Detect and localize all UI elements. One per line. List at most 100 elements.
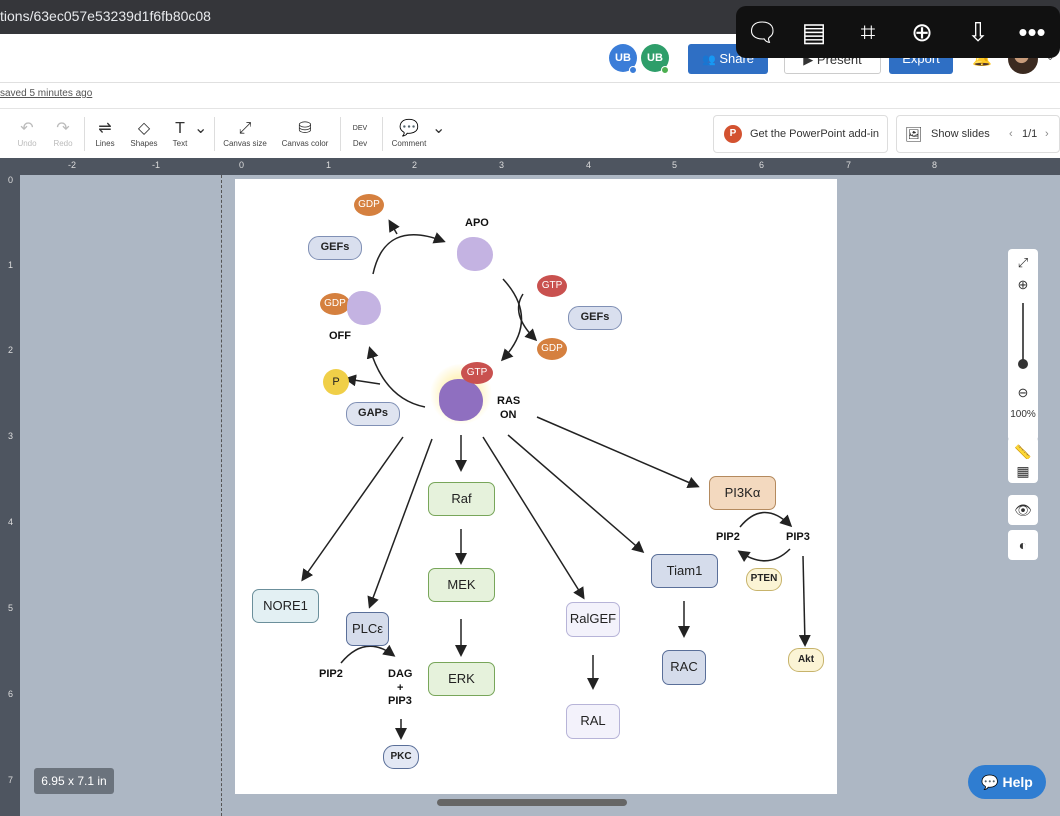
show-slides-label: Show slides xyxy=(931,128,990,140)
arrow-on-to-off xyxy=(366,346,426,408)
text-chevron-icon[interactable]: ⌄ xyxy=(194,120,208,137)
pten-pill[interactable]: PTEN xyxy=(746,568,782,591)
gaps-pill[interactable]: GAPs xyxy=(346,402,400,426)
ruler-label: 3 xyxy=(8,431,14,441)
saved-status[interactable]: saved 5 minutes ago xyxy=(0,88,93,99)
nore1-node[interactable]: NORE1 xyxy=(252,589,319,623)
plce-node[interactable]: PLCε xyxy=(346,612,389,646)
zoom-level: 100% xyxy=(1010,409,1036,420)
gtp-circle-right[interactable]: GTP xyxy=(537,275,567,297)
more-icon[interactable]: ••• xyxy=(1018,17,1046,47)
ruler-label: 1 xyxy=(8,260,14,270)
apo-label: APO xyxy=(465,217,489,229)
ruler-label: 4 xyxy=(8,517,14,527)
undo-label: Undo xyxy=(17,139,37,148)
dev-icon: DEV xyxy=(352,125,368,132)
lines-label: Lines xyxy=(95,139,115,148)
slide-counter: 1/1 xyxy=(1022,128,1038,140)
slides-icon: 🖼 xyxy=(905,126,923,142)
fit-screen-icon[interactable]: ⤢ xyxy=(1017,255,1029,270)
chevron-right-icon[interactable]: › xyxy=(1045,128,1049,140)
ras-on-protein[interactable] xyxy=(439,379,483,421)
undo-icon: ↶ xyxy=(20,120,34,137)
pkc-pill[interactable]: PKC xyxy=(383,745,419,769)
zoom-panel: ⤢ ⊕ ⊖ 100% xyxy=(1008,249,1038,441)
arrow-to-tiam1 xyxy=(507,434,645,553)
redo-icon: ↷ xyxy=(56,120,70,137)
pi3k-node[interactable]: PI3Kα xyxy=(709,476,776,510)
share-button[interactable]: 👥 Share xyxy=(688,44,768,74)
ruler-label: 2 xyxy=(412,160,418,170)
zoom-in-icon[interactable]: ⊕ xyxy=(1017,277,1029,292)
arrow-to-plce xyxy=(367,438,433,609)
diagram-page[interactable]: GDP APO GEFs GTP GEFs GDP GDP OFF P GAPs… xyxy=(235,179,837,794)
ralgef-node[interactable]: RalGEF xyxy=(566,602,620,637)
ruler-label: 6 xyxy=(759,160,765,170)
comment-label: Comment xyxy=(391,139,427,148)
comment-button[interactable]: 💬 Comment xyxy=(390,119,428,148)
undo-button[interactable]: ↶ Undo xyxy=(14,119,40,148)
crop-icon[interactable]: ⌗ xyxy=(860,17,876,47)
margin-guide xyxy=(221,175,222,816)
off-label: OFF xyxy=(329,330,351,342)
tiam1-node[interactable]: Tiam1 xyxy=(651,554,718,588)
chevron-left-icon[interactable]: ‹ xyxy=(1009,128,1013,140)
screenshot-overlay-toolbar: 🗨 ▤ ⌗ ⊕ ⇩ ••• xyxy=(736,6,1060,58)
help-chat-icon: 💬 xyxy=(981,774,999,790)
zoom-slider-handle[interactable] xyxy=(1018,359,1028,369)
ral-node[interactable]: RAL xyxy=(566,704,620,739)
horizontal-scrollbar[interactable] xyxy=(437,799,627,806)
dev-button[interactable]: DEV Dev xyxy=(348,119,372,148)
gdp-circle-off[interactable]: GDP xyxy=(320,293,350,315)
canvas-area[interactable]: GDP APO GEFs GTP GEFs GDP GDP OFF P GAPs… xyxy=(20,175,1060,816)
ras-off-protein[interactable] xyxy=(347,291,381,325)
zoom-in-overlay-icon[interactable]: ⊕ xyxy=(911,17,933,47)
gdp-circle-right[interactable]: GDP xyxy=(537,338,567,360)
arrow-to-ralgef xyxy=(482,436,585,600)
gtp-circle-on[interactable]: GTP xyxy=(461,362,493,384)
shapes-button[interactable]: ◇ Shapes xyxy=(128,119,160,148)
arrow-pip3-pip2 xyxy=(737,548,791,563)
raf-node[interactable]: Raf xyxy=(428,482,495,516)
phosphate-circle[interactable]: P xyxy=(323,369,349,395)
zoom-out-icon[interactable]: ⊖ xyxy=(1017,385,1029,400)
divider xyxy=(84,117,85,151)
powerpoint-addin-button[interactable]: P Get the PowerPoint add-in xyxy=(713,115,888,153)
erk-node[interactable]: ERK xyxy=(428,662,495,696)
contrast-icon[interactable]: ◐ xyxy=(1008,530,1038,560)
ruler-label: 7 xyxy=(846,160,852,170)
divider xyxy=(214,117,215,151)
show-slides-button[interactable]: 🖼 Show slides ‹ 1/1 › xyxy=(896,115,1060,153)
lines-button[interactable]: ⇌ Lines xyxy=(92,119,118,148)
zoom-slider-track[interactable] xyxy=(1022,303,1024,363)
collaborator-avatar-1[interactable]: UB xyxy=(609,44,637,72)
download-icon[interactable]: ⇩ xyxy=(967,17,989,47)
ruler-label: 5 xyxy=(672,160,678,170)
comment-chevron-icon[interactable]: ⌄ xyxy=(432,120,446,137)
arrow-to-pi3k xyxy=(536,416,700,488)
on-label: ON xyxy=(500,409,517,421)
present-icon: ▶ xyxy=(803,52,814,67)
gefs-right[interactable]: GEFs xyxy=(568,306,622,330)
akt-pill[interactable]: Akt xyxy=(788,648,824,672)
lines-icon: ⇌ xyxy=(98,120,112,137)
ruler-label: 4 xyxy=(586,160,592,170)
text-button[interactable]: T Text xyxy=(168,119,192,148)
rac-node[interactable]: RAC xyxy=(662,650,706,685)
ruler-label: 0 xyxy=(8,175,14,185)
gefs-left[interactable]: GEFs xyxy=(308,236,362,260)
help-button[interactable]: 💬 Help xyxy=(968,765,1046,799)
eye-icon[interactable]: 👁 xyxy=(1008,495,1038,525)
grid-icon[interactable]: ▦ xyxy=(1008,459,1038,483)
comment-overlay-icon[interactable]: 🗨 xyxy=(746,17,780,47)
online-dot xyxy=(661,66,669,74)
plus-label: + xyxy=(397,682,404,694)
ras-apo-protein[interactable] xyxy=(457,237,493,271)
gdp-circle-top[interactable]: GDP xyxy=(354,194,384,216)
layout-icon[interactable]: ▤ xyxy=(801,17,827,47)
mek-node[interactable]: MEK xyxy=(428,568,495,602)
redo-button[interactable]: ↷ Redo xyxy=(50,119,76,148)
dag-label: DAG xyxy=(388,668,413,680)
canvas-color-button[interactable]: ⛁ Canvas color xyxy=(280,119,330,148)
canvas-size-button[interactable]: ⤢ Canvas size xyxy=(222,119,268,148)
